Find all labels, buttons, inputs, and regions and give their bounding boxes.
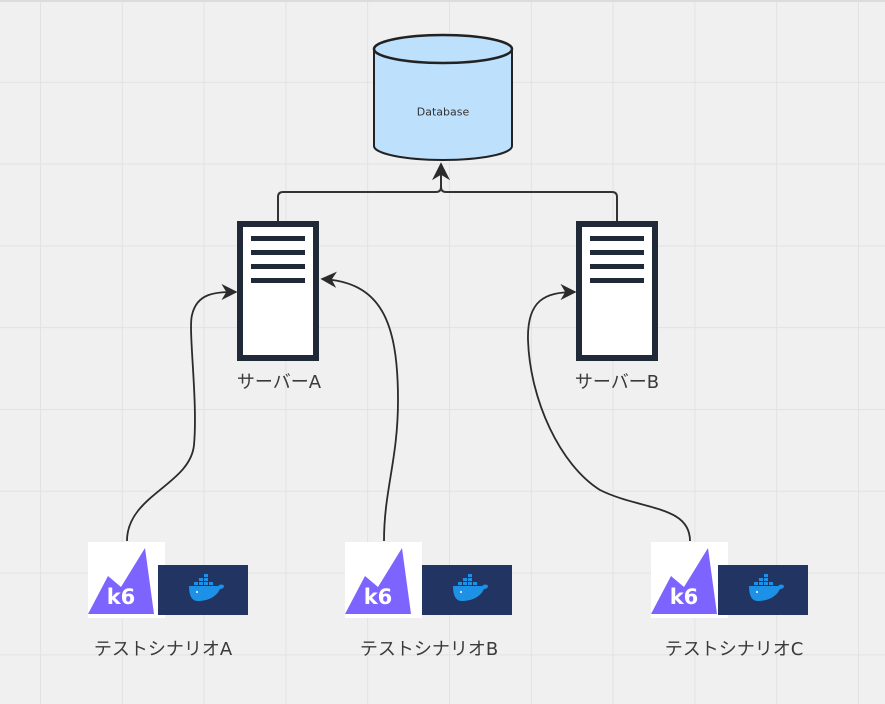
k6-logo-icon: k6 <box>88 542 165 618</box>
server-b-node[interactable] <box>576 221 658 361</box>
svg-text:k6: k6 <box>364 585 393 609</box>
docker-logo-icon <box>158 565 248 615</box>
scenario-a-label: テストシナリオA <box>93 639 233 660</box>
database-node[interactable] <box>372 33 514 161</box>
database-label: Database <box>416 105 470 119</box>
docker-logo-icon <box>422 565 512 615</box>
svg-text:k6: k6 <box>107 585 136 609</box>
k6-logo-icon: k6 <box>651 542 728 618</box>
docker-logo-icon <box>718 565 808 615</box>
connector-scenario-a-to-server-a[interactable] <box>126 283 238 542</box>
connector-server-b-to-database[interactable] <box>432 162 618 222</box>
server-rack-icon <box>576 221 658 361</box>
svg-text:k6: k6 <box>670 585 699 609</box>
scenario-c-label: テストシナリオC <box>664 639 804 660</box>
database-cylinder-icon <box>372 33 514 65</box>
connector-server-a-to-database[interactable] <box>277 186 442 222</box>
server-a-label: サーバーA <box>236 372 322 393</box>
k6-logo-icon: k6 <box>345 542 422 618</box>
board-top-edge <box>0 0 885 2</box>
connector-scenario-c-to-server-b[interactable] <box>527 283 691 542</box>
scenario-b-label: テストシナリオB <box>359 639 499 660</box>
connector-scenario-b-to-server-a[interactable] <box>320 271 399 542</box>
server-a-node[interactable] <box>237 221 319 361</box>
server-rack-icon <box>237 221 319 361</box>
server-b-label: サーバーB <box>574 372 660 393</box>
